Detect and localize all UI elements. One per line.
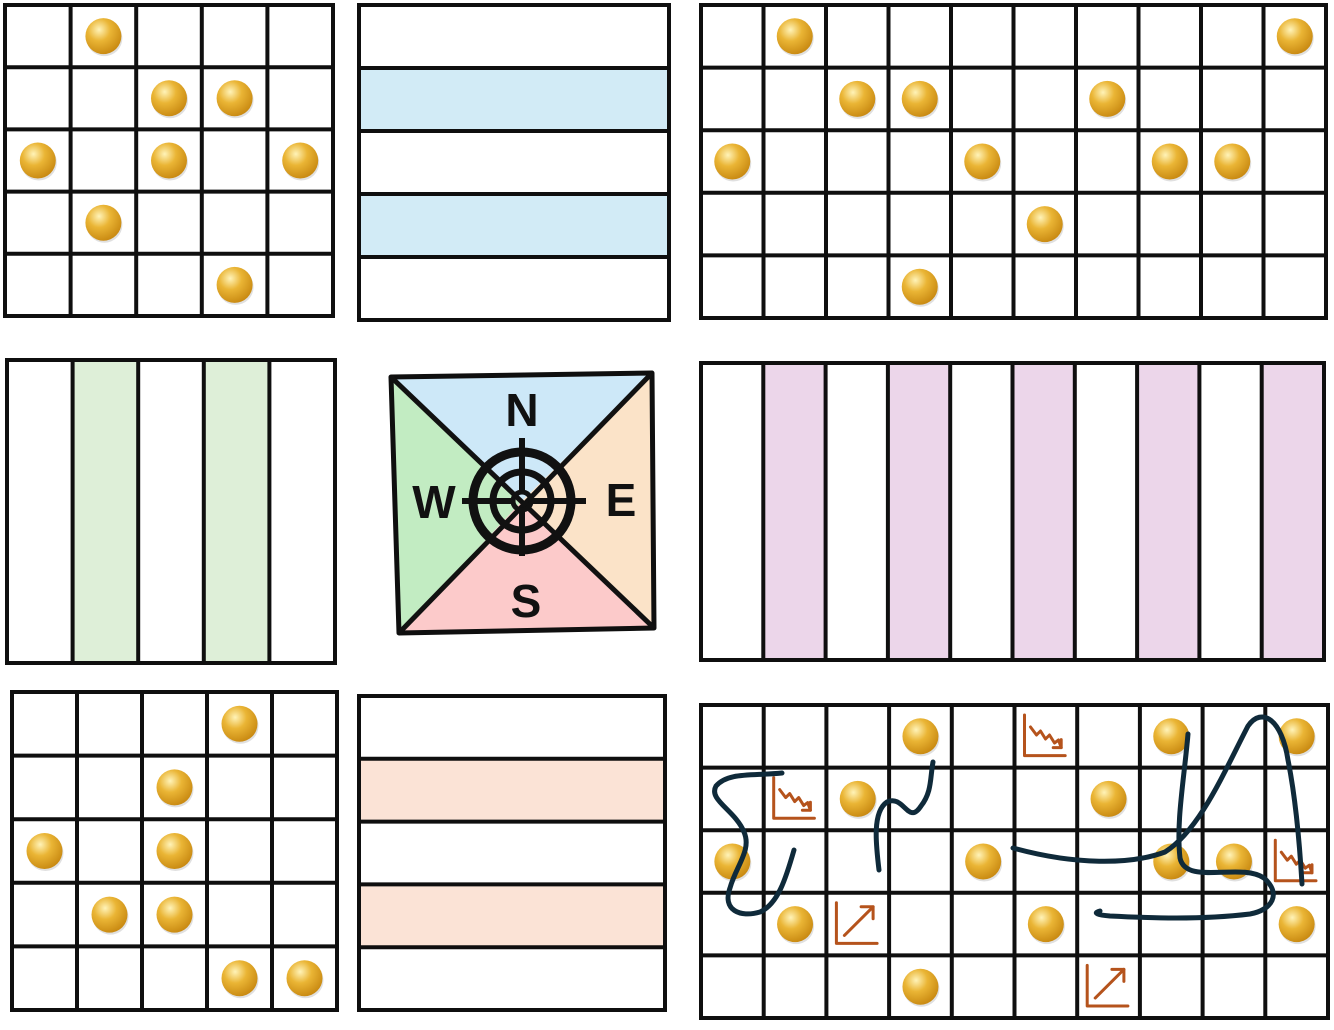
stripe-frame (5, 358, 337, 665)
stripe-filled (359, 68, 669, 131)
gold-coin-icon (151, 80, 187, 117)
gold-coin-icon (714, 143, 751, 180)
stripe-empty (359, 696, 665, 759)
crosshair-icon (462, 438, 586, 556)
stripe-filled (1137, 363, 1200, 660)
stripe-empty (359, 5, 669, 68)
stripes-middle-right (699, 361, 1326, 662)
trend-up-chart-icon (834, 901, 879, 945)
gold-coin-icon (282, 142, 319, 179)
stripes-middle-left (5, 358, 337, 665)
path-squiggles (712, 714, 1305, 921)
gold-coin-icon (216, 266, 253, 303)
stripe-empty (359, 947, 665, 1010)
gold-coin-icon (19, 142, 56, 179)
stripe-frame (699, 361, 1326, 662)
stripe-frame (357, 3, 671, 322)
compass-south-segment (399, 501, 654, 633)
compass-label-west: W (412, 476, 456, 528)
gold-coin-icon (714, 843, 751, 880)
gold-coin-icon (1151, 143, 1188, 180)
gold-coin-icon (1214, 143, 1251, 180)
compass-north-segment (391, 373, 652, 501)
grid-bottom-left (10, 690, 339, 1012)
compass-label-south: S (511, 575, 542, 627)
gold-coin-icon (1276, 18, 1313, 55)
stripe-frame (357, 694, 667, 1012)
gold-coin-icon (964, 143, 1001, 180)
stripe-filled (1261, 363, 1324, 660)
path-line (712, 770, 797, 917)
stripe-empty (825, 363, 888, 660)
stripe-empty (359, 131, 669, 194)
stripe-empty (359, 257, 669, 320)
grid-bottom-right (699, 703, 1330, 1020)
stripe-empty (359, 821, 665, 885)
compass-rose: N E S W (388, 370, 657, 636)
gold-coin-icon (839, 780, 876, 817)
gold-coin-icon (156, 896, 193, 933)
path-line (1093, 731, 1276, 921)
stripe-empty (701, 363, 764, 660)
gold-coin-icon (151, 142, 187, 179)
gold-coin-icon (85, 18, 122, 55)
gold-coin-icon (902, 718, 939, 755)
stripe-empty (1199, 363, 1262, 660)
compass-west-segment (391, 377, 522, 633)
gold-coin-icon (1026, 206, 1063, 243)
gold-coin-icon (777, 906, 814, 943)
gold-coin-icon (26, 833, 63, 869)
grid-top-left (3, 3, 335, 318)
gold-coin-icon (1090, 780, 1127, 817)
compass-east-segment (522, 373, 654, 628)
stripe-empty (269, 360, 335, 663)
stripe-empty (950, 363, 1013, 660)
gold-coin-icon (1027, 906, 1064, 943)
gold-coin-icon (221, 960, 258, 997)
stripe-filled (203, 360, 270, 663)
stripe-filled (763, 363, 826, 660)
trend-down-chart-icon (1023, 713, 1067, 758)
compass-label-north: N (505, 384, 538, 436)
gold-coin-icon (221, 705, 258, 742)
gold-coin-icon (1153, 718, 1190, 755)
stripe-filled (359, 758, 665, 822)
stripe-filled (887, 363, 951, 660)
stripe-filled (359, 194, 669, 257)
gold-coin-icon (216, 80, 253, 117)
gold-coin-icon (1089, 80, 1126, 117)
gold-coin-icon (1278, 718, 1315, 755)
path-line (873, 759, 936, 873)
path-line (1010, 714, 1305, 887)
gold-coin-icon (85, 204, 122, 241)
compass-label-east: E (606, 474, 637, 526)
gold-coin-icon (91, 896, 128, 933)
stripe-empty (138, 360, 204, 663)
gold-coin-icon (902, 968, 939, 1005)
gold-coin-icon (901, 268, 938, 305)
gold-coin-icon (776, 18, 813, 55)
stripe-empty (7, 360, 73, 663)
grid-top-right (699, 3, 1328, 320)
trend-up-chart-icon (1085, 963, 1130, 1008)
stripes-top-middle (357, 3, 671, 322)
stripe-filled (1012, 363, 1075, 660)
stripe-empty (1074, 363, 1138, 660)
stripe-filled (359, 884, 665, 948)
gold-coin-icon (1278, 906, 1315, 943)
gold-coin-icon (156, 769, 193, 806)
gold-coin-icon (965, 843, 1002, 880)
gold-coin-icon (286, 960, 323, 997)
gold-coin-icon (156, 833, 193, 869)
stripe-filled (72, 360, 139, 663)
trend-down-chart-icon (772, 776, 816, 820)
stripes-bottom-middle (357, 694, 667, 1012)
gold-coin-icon (901, 80, 938, 117)
gold-coin-icon (839, 80, 876, 117)
